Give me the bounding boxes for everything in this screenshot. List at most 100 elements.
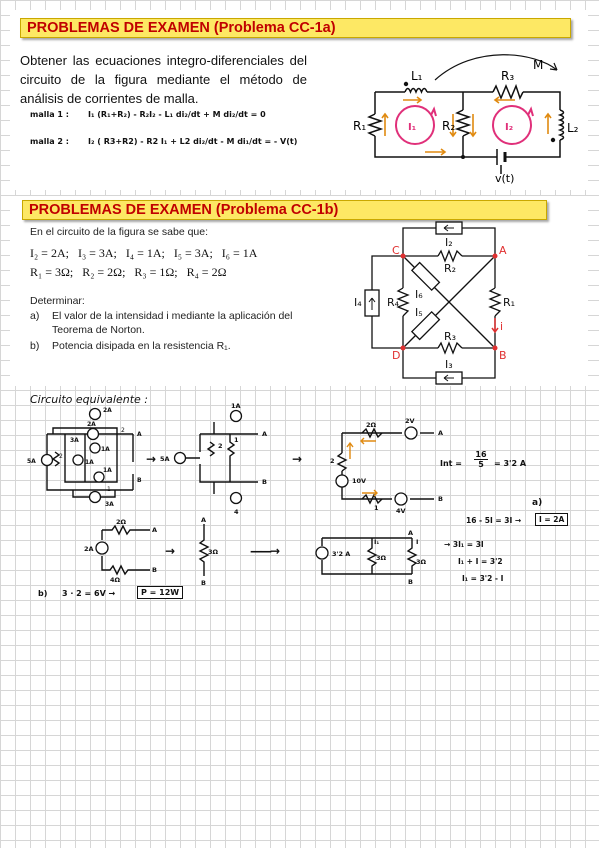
c6-A: A (408, 529, 413, 537)
part-b-eq: 3 · 2 = 6V → (62, 589, 116, 598)
label-I1: I₁ (408, 122, 416, 133)
part-a-result: I = 2A (535, 513, 569, 526)
c1-s6: 1A (85, 459, 94, 466)
c3-r-left: 2 (330, 457, 335, 465)
mesh1-equation: I₁ (R₁+R₂) - R₂I₂ - L₁ di₂/dt + M di₂/dt… (88, 110, 266, 119)
c1-B: B (137, 477, 142, 484)
label-vt: v(t) (495, 172, 514, 185)
c3-v-left: 10V (352, 477, 366, 485)
c1-A: A (137, 431, 142, 438)
solution-heading: Circuito equivalente : (30, 393, 148, 406)
label-L1: L₁ (411, 69, 423, 83)
c4-top: 2Ω (116, 518, 127, 526)
equiv-circuit-4: 2Ω 2A 4Ω A B (84, 518, 157, 583)
item-a-text: El valor de la intensidad i mediante la … (52, 310, 293, 336)
c1-r2: 2 (121, 427, 125, 434)
int-label: Int = (440, 459, 462, 468)
c6-i1: I₁ (374, 538, 379, 546)
problem-b-title: PROBLEMAS DE EXAMEN (Problema CC-1b) (22, 200, 547, 220)
c1-s4: 1A (101, 446, 110, 453)
c4-left: 2A (84, 545, 94, 553)
node-A: A (499, 244, 507, 257)
mesh1-label: malla 1 : (30, 110, 69, 119)
mesh2-equation: I₂ ( R3+R2) - R2 I₁ + L2 di₂/dt - M di₁/… (88, 137, 298, 146)
given-intro: En el circuito de la figura se sabe que: (30, 226, 209, 238)
c1-s7: 1A (103, 467, 112, 474)
label-i: i (500, 320, 503, 333)
c1-r3: 1 (107, 486, 111, 493)
c6-B: B (408, 578, 413, 586)
int-numerator: 16 (474, 450, 488, 460)
c2-top: 1A (231, 402, 241, 410)
label-I5: I₅ (415, 306, 423, 319)
c2-B: B (262, 478, 267, 486)
circuit-b-diagram: C A D B I₂ R₂ I₆ I₄ R₄ I₅ R₁ i R₃ I₃ (354, 221, 515, 385)
mesh2-label: malla 2 : (30, 137, 69, 146)
equiv-circuit-2: 1A 5A 2 1 4 A B (160, 402, 267, 516)
label-R3: R₃ (501, 69, 514, 83)
c2-bottom: 4 (234, 508, 239, 516)
determine-label: Determinar: (30, 295, 85, 307)
problem-a-panel (10, 10, 588, 190)
problem-a-statement: Obtener las ecuaciones integro-diferenci… (20, 53, 307, 106)
node-D: D (392, 349, 400, 362)
equiv-circuit-6: 3'2 A I₁ 3Ω I 3Ω A B (315, 529, 427, 586)
arrow-3: → (165, 544, 176, 558)
c4-bottom: 4Ω (110, 576, 121, 583)
c1-s2: 3A (70, 437, 79, 444)
c3-B: B (438, 495, 443, 503)
c4-A: A (152, 526, 157, 534)
label-R4: R₄ (387, 296, 400, 309)
label-R1: R₁ (353, 119, 366, 133)
given-resistances: R₁ = 3Ω; R₂ = 2Ω; R₃ = 1Ω; R₄ = 2Ω (30, 265, 227, 279)
c2-left: 5A (160, 455, 170, 463)
c2-r2: 1 (234, 436, 239, 444)
c3-A: A (438, 429, 443, 437)
label-R2: R₂ (444, 262, 456, 275)
c2-A: A (262, 430, 267, 438)
part-a-label: a) (532, 498, 543, 508)
int-value: = 3'2 A (494, 459, 527, 468)
c5-A: A (201, 516, 206, 524)
label-I4: I₄ (354, 296, 362, 309)
c3-r-top: 2Ω (366, 421, 377, 429)
c1-s1: 2A (103, 407, 112, 414)
c3-v-top: 2V (405, 417, 415, 425)
part-b-label: b) (38, 589, 48, 598)
arrow-1: → (146, 452, 157, 466)
node-C: C (392, 244, 400, 257)
c3-r-bot: 1 (374, 504, 379, 512)
circuit-a-diagram: L₁ R₃ M R₁ R₂ L₂ I₁ I₂ v(t) (353, 54, 579, 185)
c6-src: 3'2 A (332, 550, 350, 558)
label-R2: R₂ (442, 119, 455, 133)
node-B: B (499, 349, 507, 362)
part-a-eq1: 16 - 5I = 3I → (466, 516, 522, 525)
given-currents: I₂ = 2A; I₃ = 3A; I₄ = 1A; I₅ = 3A; I₆ =… (30, 246, 258, 260)
arrow-4: ——→ (250, 544, 280, 558)
part-a-eq4: I₁ = 3'2 - I (462, 574, 504, 583)
label-M: M (533, 58, 543, 72)
equiv-circuit-3: 2Ω 2V 10V 2 4V 1 A B (330, 417, 443, 515)
label-I6: I₆ (415, 288, 423, 301)
part-a-eq3: I₁ + I = 3'2 (458, 557, 503, 566)
c6-i: I (416, 538, 418, 546)
label-I3: I₃ (445, 358, 453, 371)
part-a-eq2: → 3I₁ = 3I (444, 540, 484, 549)
c1-r1: 2 (59, 453, 63, 460)
part-b-result: P = 12W (137, 586, 184, 599)
item-b-marker: b) (30, 340, 40, 352)
label-R3: R₃ (444, 330, 456, 343)
c1-s5: 5A (27, 458, 36, 465)
item-a-marker: a) (30, 310, 40, 322)
int-denominator: 5 (478, 460, 484, 469)
c3-v-bot: 4V (396, 507, 406, 515)
label-L2: L₂ (567, 121, 579, 135)
c1-s8: 3A (105, 501, 114, 507)
c6-r1: 3Ω (376, 554, 387, 562)
problem-a-title: PROBLEMAS DE EXAMEN (Problema CC-1a) (20, 18, 571, 38)
c5-r: 3Ω (208, 548, 219, 556)
arrow-2: → (292, 452, 303, 466)
equiv-circuit-1: 2A 3A 2A 1A 5A 1A 1A 3A 2 2 1 A B (27, 407, 142, 507)
c4-B: B (152, 566, 157, 574)
c6-r2: 3Ω (416, 558, 427, 566)
